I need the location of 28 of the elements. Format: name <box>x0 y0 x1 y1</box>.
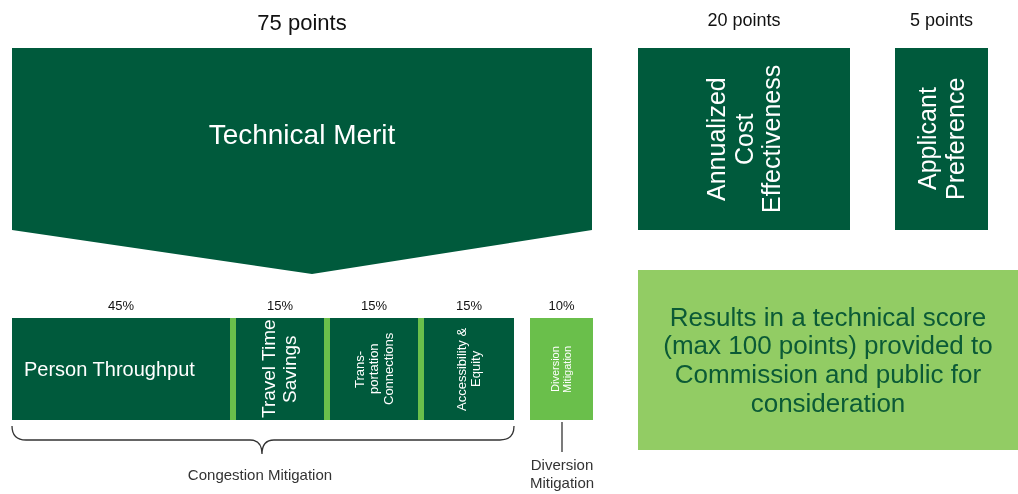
node-label: Technical Merit <box>208 120 396 151</box>
node-label: Accessibility & Equity <box>454 326 484 412</box>
points-label: 20 points <box>706 10 782 31</box>
criterion-box <box>895 48 988 230</box>
criterion-box <box>530 318 593 420</box>
percentage-label: 15% <box>266 298 294 313</box>
node-label: Results in a technical score (max 100 points) provided to Commission and public for consideration <box>662 302 994 418</box>
group-label: Diversion Mitigation <box>528 456 596 492</box>
node-label: Applicant Preference <box>914 76 969 203</box>
points-label: 5 points <box>908 10 974 31</box>
criterion-box <box>330 318 418 420</box>
percentage-label: 45% <box>107 298 135 313</box>
node-label: Trans- portation Connections <box>352 331 396 408</box>
node-label: Diversion Mitigation <box>549 344 574 395</box>
group-label: Congestion Mitigation <box>186 466 334 484</box>
criterion-box <box>12 318 230 420</box>
node-label: Annualized Cost Effectiveness <box>702 63 786 216</box>
node-label: Person Throughput <box>24 358 195 380</box>
chevron-shape <box>12 48 592 274</box>
criterion-box <box>638 48 850 230</box>
result-box <box>638 270 1018 450</box>
criterion-box <box>424 318 514 420</box>
criterion-box <box>236 318 324 420</box>
percentage-label: 15% <box>360 298 388 313</box>
percentage-label: 10% <box>547 298 576 313</box>
points-label: 75 points <box>256 10 348 36</box>
percentage-label: 15% <box>455 298 483 313</box>
node-label: Travel Time Savings <box>259 318 301 420</box>
